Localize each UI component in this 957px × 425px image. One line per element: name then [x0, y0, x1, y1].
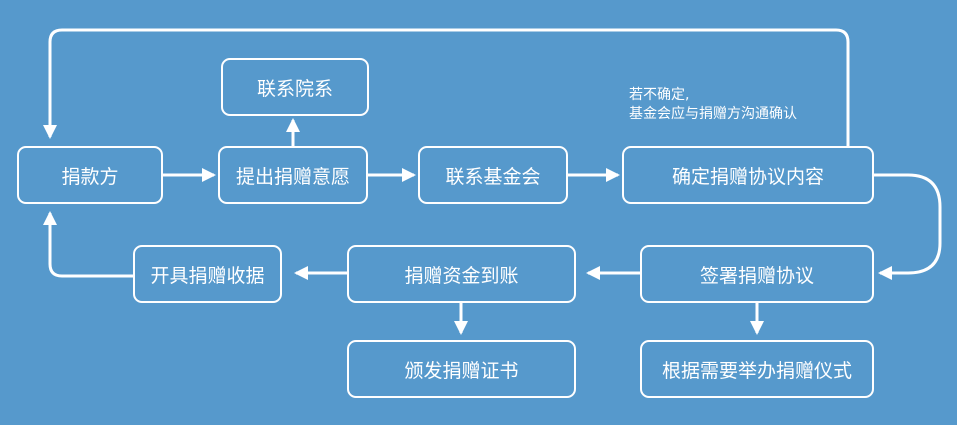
arrow-receipt-to-donor — [43, 211, 133, 278]
step-confirm-agreement: 确定捐赠协议内容 — [622, 146, 874, 204]
loop-arrow-to-donor — [43, 28, 850, 146]
step-issue-certificate: 颁发捐赠证书 — [347, 340, 576, 398]
step-issue-receipt: 开具捐赠收据 — [133, 245, 282, 303]
arrow-agreement-to-sign — [874, 173, 942, 280]
step-sign-agreement: 签署捐赠协议 — [640, 245, 874, 303]
step-contact-college: 联系院系 — [221, 58, 369, 116]
note-line-2: 基金会应与捐赠方沟通确认 — [629, 106, 797, 122]
step-intent: 提出捐赠意愿 — [218, 146, 368, 204]
step-contact-foundation: 联系基金会 — [418, 146, 568, 204]
note-line-1: 若不确定, — [629, 87, 690, 103]
step-ceremony: 根据需要举办捐赠仪式 — [640, 340, 874, 398]
step-funds-arrive: 捐赠资金到账 — [347, 245, 576, 303]
confirmation-note: 若不确定, 基金会应与捐赠方沟通确认 — [629, 86, 797, 124]
step-donor: 捐款方 — [17, 146, 163, 204]
